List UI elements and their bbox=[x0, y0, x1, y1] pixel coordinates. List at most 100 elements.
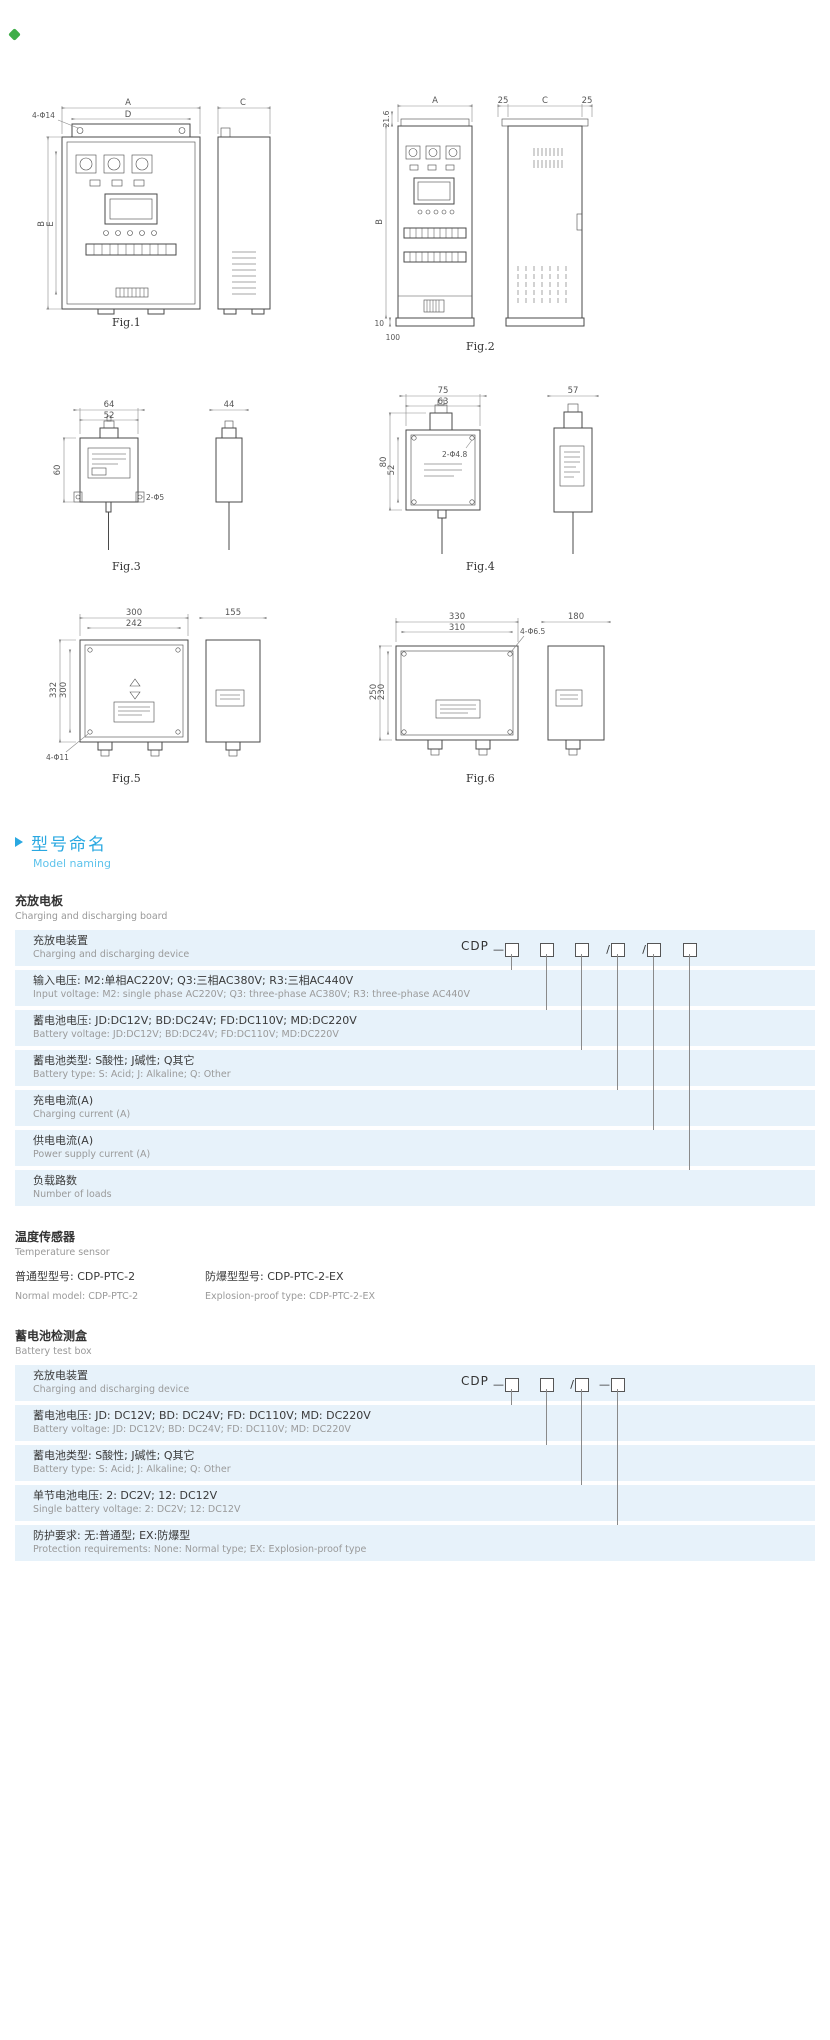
fig6-front-view bbox=[395, 645, 519, 756]
sensor-heading-zh: 温度传感器 bbox=[15, 1230, 76, 1244]
dim-label: 300 bbox=[59, 682, 69, 698]
fig3-front-view bbox=[73, 415, 145, 550]
dim-label: A bbox=[125, 98, 131, 108]
naming-row: 充放电装置 Charging and discharging device CD… bbox=[15, 930, 815, 966]
naming-row: 蓄电池电压: JD: DC12V; BD: DC24V; FD: DC110V;… bbox=[15, 1405, 815, 1441]
fig4-front-view bbox=[405, 399, 481, 554]
naming-row: 蓄电池类型: S酸性; J碱性; Q其它 Battery type: S: Ac… bbox=[15, 1050, 815, 1086]
naming-row: 负载路数 Number of loads bbox=[15, 1170, 815, 1206]
dim-label: 64 bbox=[104, 400, 115, 410]
fig2-side-view bbox=[501, 118, 589, 327]
slot-separator: — bbox=[493, 943, 504, 956]
row-label-en: Charging current (A) bbox=[33, 1109, 131, 1120]
fig3-caption: Fig.3 bbox=[112, 560, 141, 573]
dim-label: 10 bbox=[374, 319, 384, 328]
dim-label: 100 bbox=[386, 333, 401, 342]
dim-label: 180 bbox=[568, 612, 584, 622]
dim-label: 250 bbox=[369, 684, 379, 700]
slot-box-icon bbox=[683, 942, 697, 957]
slot-box-icon bbox=[540, 1377, 554, 1392]
code-connector-line bbox=[617, 1389, 618, 1525]
board-heading: 充放电板 Charging and discharging board bbox=[15, 892, 815, 922]
row-label-zh: 输入电压: M2:单相AC220V; Q3:三相AC380V; R3:三相AC4… bbox=[33, 974, 354, 987]
dim-label: B bbox=[375, 219, 385, 225]
slot-separator: — bbox=[493, 1378, 504, 1391]
section-header: 型号命名 Model naming bbox=[15, 830, 815, 870]
sensor-normal-model-en: Normal model: CDP-PTC-2 bbox=[15, 1291, 139, 1302]
fig4-caption: Fig.4 bbox=[466, 560, 495, 573]
hole-label: 2-Φ4.8 bbox=[442, 450, 468, 459]
row-label-en: Power supply current (A) bbox=[33, 1149, 151, 1160]
section-marker-icon bbox=[15, 837, 23, 847]
fig1-front-view bbox=[61, 123, 201, 315]
row-label-en: Number of loads bbox=[33, 1189, 112, 1200]
dim-label: 52 bbox=[104, 411, 115, 421]
dim-label: 230 bbox=[377, 684, 387, 700]
code-connector-line bbox=[617, 954, 618, 1090]
testbox-heading-zh: 蓄电池检测盒 bbox=[15, 1329, 88, 1343]
hole-label: 4-Φ14 bbox=[32, 111, 55, 120]
dim-label: 44 bbox=[224, 400, 235, 410]
row-label-en: Battery voltage: JD: DC12V; BD: DC24V; F… bbox=[33, 1424, 351, 1435]
row-label-en: Charging and discharging device bbox=[33, 1384, 190, 1395]
row-label-zh: 蓄电池类型: S酸性; J碱性; Q其它 bbox=[33, 1054, 195, 1067]
fig2-dimensions: A 21.6 B 10 100 25 C 25 bbox=[374, 96, 593, 342]
row-label-en: Input voltage: M2: single phase AC220V; … bbox=[33, 989, 470, 1000]
slot-box-icon bbox=[540, 942, 554, 957]
fig5-dimensions: 300 242 332 300 155 4-Φ11 bbox=[46, 608, 267, 762]
model-slot bbox=[526, 939, 560, 958]
hole-label: 4-Φ11 bbox=[46, 753, 69, 762]
model-slot: / bbox=[597, 939, 631, 958]
testbox-model-code: CDP — / — bbox=[15, 1365, 815, 1401]
dim-label: A bbox=[432, 96, 438, 106]
dim-label: 52 bbox=[387, 465, 397, 476]
slot-box-icon bbox=[575, 942, 589, 957]
code-connector-line bbox=[581, 1389, 582, 1485]
fig4-side-view bbox=[553, 403, 593, 554]
fig6-side-view bbox=[547, 645, 605, 756]
testbox-heading-en: Battery test box bbox=[15, 1346, 92, 1357]
fig5-caption: Fig.5 bbox=[112, 772, 141, 785]
fig2-caption: Fig.2 bbox=[466, 340, 495, 353]
slot-box-icon bbox=[611, 942, 625, 957]
row-label-en: Single battery voltage: 2: DC2V; 12: DC1… bbox=[33, 1504, 241, 1515]
naming-row: 单节电池电压: 2: DC2V; 12: DC12V Single batter… bbox=[15, 1485, 815, 1521]
model-slot: — bbox=[597, 1374, 631, 1393]
dim-label: 63 bbox=[438, 397, 449, 407]
section-title: 型号命名 bbox=[31, 835, 107, 855]
row-label-zh: 充电电流(A) bbox=[33, 1094, 94, 1107]
row-label-zh: 单节电池电压: 2: DC2V; 12: DC12V bbox=[33, 1489, 218, 1502]
code-connector-line bbox=[653, 954, 654, 1130]
naming-row: 蓄电池类型: S酸性; J碱性; Q其它 Battery type: S: Ac… bbox=[15, 1445, 815, 1481]
slot-separator: / bbox=[606, 943, 610, 956]
naming-row: 蓄电池电压: JD:DC12V; BD:DC24V; FD:DC110V; MD… bbox=[15, 1010, 815, 1046]
naming-row: 输入电压: M2:单相AC220V; Q3:三相AC380V; R3:三相AC4… bbox=[15, 970, 815, 1006]
slot-box-icon bbox=[505, 1377, 519, 1392]
dim-label: 332 bbox=[49, 682, 59, 698]
dim-label: 310 bbox=[449, 623, 465, 633]
dim-label: 75 bbox=[438, 386, 449, 396]
naming-row: 充电电流(A) Charging current (A) bbox=[15, 1090, 815, 1126]
hole-label: 2-Φ5 bbox=[146, 493, 164, 502]
sensor-explosion-model-zh: 防爆型型号: CDP-PTC-2-EX bbox=[205, 1270, 344, 1283]
fig3-dimensions: 64 52 60 44 2-Φ5 bbox=[53, 400, 249, 503]
row-label-en: Battery type: S: Acid; J: Alkaline; Q: O… bbox=[33, 1464, 231, 1475]
dim-label: 80 bbox=[379, 457, 389, 468]
row-label-zh: 充放电装置 bbox=[33, 1369, 88, 1382]
slot-separator: — bbox=[599, 1378, 610, 1391]
row-label-zh: 充放电装置 bbox=[33, 934, 88, 947]
row-label-zh: 蓄电池电压: JD:DC12V; BD:DC24V; FD:DC110V; MD… bbox=[33, 1014, 357, 1027]
sensor-explosion-model-en: Explosion-proof type: CDP-PTC-2-EX bbox=[205, 1291, 376, 1302]
dim-label: C bbox=[542, 96, 548, 106]
slot-separator: / bbox=[642, 943, 646, 956]
fig6-dimensions: 330 310 250 230 180 4-Φ6.5 bbox=[369, 612, 611, 741]
row-label-en: Charging and discharging device bbox=[33, 949, 190, 960]
row-label-en: Battery voltage: JD:DC12V; BD:DC24V; FD:… bbox=[33, 1029, 339, 1040]
board-naming-table: 充放电装置 Charging and discharging device CD… bbox=[15, 930, 815, 1206]
slot-box-icon bbox=[505, 942, 519, 957]
model-naming-section: 型号命名 Model naming 充放电板 Charging and disc… bbox=[0, 830, 830, 1561]
code-connector-line bbox=[546, 954, 547, 1010]
sensor-heading-en: Temperature sensor bbox=[15, 1247, 110, 1258]
board-heading-en: Charging and discharging board bbox=[15, 911, 168, 922]
